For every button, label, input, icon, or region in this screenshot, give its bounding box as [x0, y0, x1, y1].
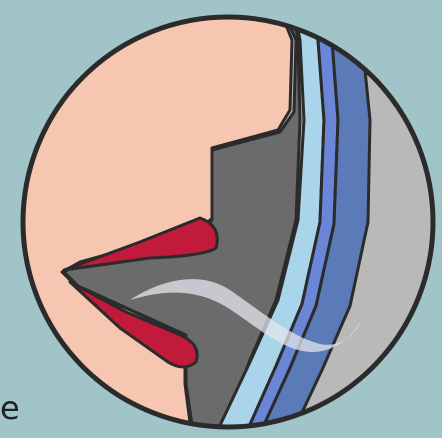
edge-text-fragment: e: [0, 388, 20, 428]
